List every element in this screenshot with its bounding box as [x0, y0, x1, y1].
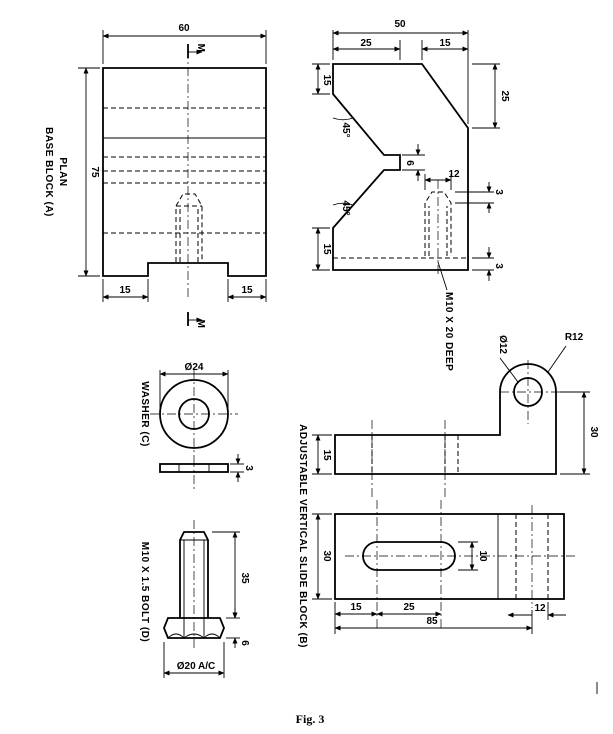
- angle-45-top: 45°: [340, 122, 351, 137]
- dim-30-right: 30: [588, 426, 599, 438]
- dim-3-b: 3: [493, 263, 504, 269]
- base-plan-title: PLAN: [57, 157, 68, 186]
- dim-12: 12: [448, 169, 460, 180]
- bolt: 35 6 Ø20 A/C M10 X 1.5 BOLT (D): [139, 520, 250, 678]
- dim-slide-25: 25: [403, 602, 415, 613]
- dim-6: 6: [404, 160, 415, 166]
- dim-bolt-6: 6: [239, 640, 250, 646]
- dim-dia-24: Ø24: [185, 362, 204, 373]
- dim-15-top: 15: [439, 38, 451, 49]
- base-block-front: 50 25 15 25 15 45° 6 12 3: [312, 19, 510, 371]
- thread-note: M10 X 20 DEEP: [443, 292, 454, 371]
- dim-15-left-bottom: 15: [321, 243, 332, 255]
- base-block-title: BASE BLOCK (A): [43, 127, 54, 217]
- dim-bolt-af: Ø20 A/C: [177, 661, 216, 672]
- dim-washer-3: 3: [243, 465, 254, 471]
- base-plan-outline: [102, 67, 267, 277]
- base-block-plan: M M 60 75 15 15 PLAN BASE BLOCK (A): [43, 23, 267, 329]
- dim-slot-10: 10: [477, 550, 488, 562]
- section-mark-top: M: [195, 44, 206, 53]
- dim-15-left: 15: [119, 285, 131, 296]
- figure-caption: Fig. 3: [296, 712, 325, 726]
- dim-30-plan: 30: [321, 550, 332, 562]
- dim-bolt-35: 35: [239, 572, 250, 584]
- dim-hole-12: Ø12: [497, 335, 508, 354]
- dim-50: 50: [394, 19, 406, 30]
- dim-15-right: 15: [241, 285, 253, 296]
- angle-45-bottom: 45°: [340, 200, 351, 215]
- bolt-title: M10 X 1.5 BOLT (D): [139, 542, 150, 643]
- washer-title: WASHER (C): [139, 381, 150, 447]
- dim-slide-12: 12: [534, 603, 546, 614]
- dim-3-a: 3: [493, 189, 504, 195]
- section-mark-bottom: M: [195, 320, 206, 329]
- dim-25-right: 25: [499, 90, 510, 102]
- dim-slide-85: 85: [426, 616, 438, 627]
- dim-15-left-top: 15: [321, 74, 332, 86]
- dim-75: 75: [89, 166, 100, 178]
- slide-block: Ø12 R12 30 15 30 10: [297, 332, 599, 648]
- dim-slide-15: 15: [350, 602, 362, 613]
- slide-plan-outline: [334, 513, 565, 600]
- dim-25-top: 25: [360, 38, 372, 49]
- dim-radius-12: R12: [565, 332, 584, 343]
- dim-15-slide-left: 15: [321, 449, 332, 461]
- slide-block-title: ADJUSTABLE VERTICAL SLIDE BLOCK (B): [297, 424, 308, 648]
- washer: Ø24 3 WASHER (C): [139, 362, 254, 490]
- vblock-outline: [332, 63, 469, 271]
- slide-elevation-outline: [334, 363, 557, 475]
- dim-60: 60: [178, 23, 190, 34]
